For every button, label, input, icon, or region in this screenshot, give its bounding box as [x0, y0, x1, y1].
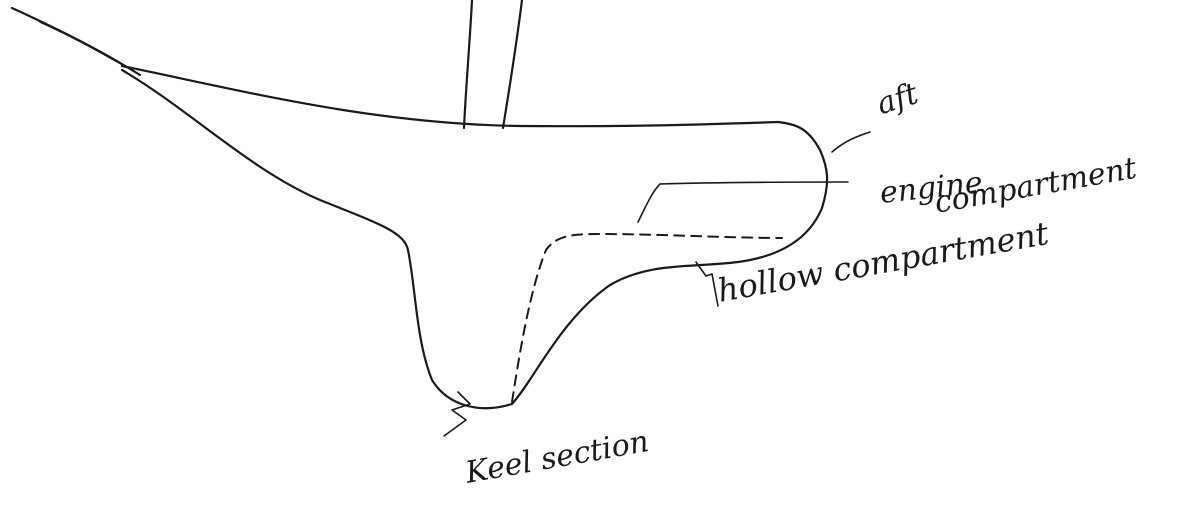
bow-stroke-upper — [12, 8, 140, 75]
hull-outline — [122, 70, 827, 408]
bow-stroke-lower — [40, 22, 132, 70]
hollow-pointer — [696, 262, 718, 306]
strut-right-edge — [503, 0, 522, 128]
hull-deck-line — [122, 66, 778, 126]
strut-left-edge — [464, 0, 472, 128]
aft-pointer — [832, 132, 870, 152]
hollow-compartment-dashed-outline — [512, 234, 782, 402]
engine-leader-line — [638, 182, 848, 222]
keel-pointer — [444, 392, 470, 436]
